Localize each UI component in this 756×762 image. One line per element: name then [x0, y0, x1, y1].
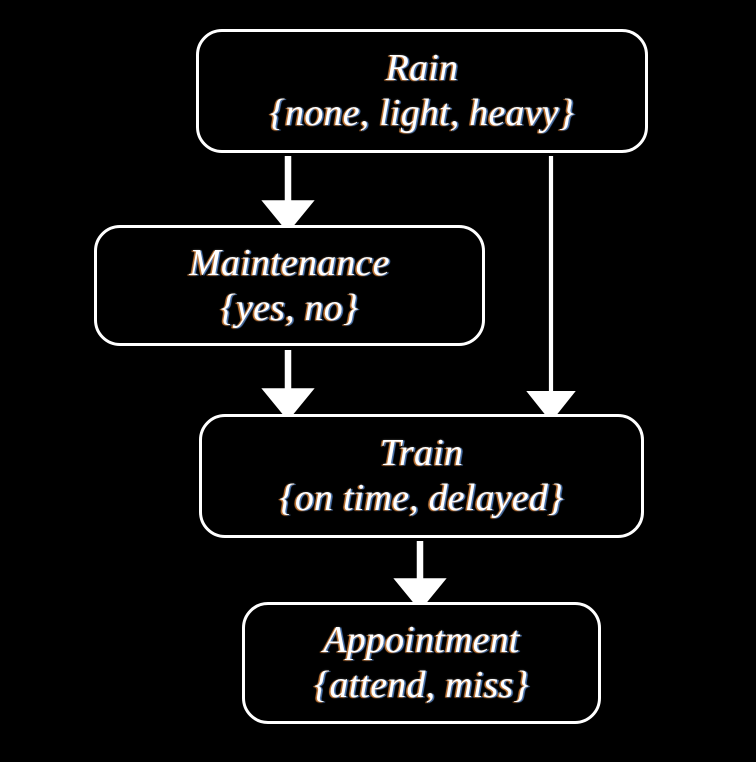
node-rain-states: {none, light, heavy}: [269, 92, 575, 134]
node-appointment[interactable]: Appointment {attend, miss}: [242, 602, 601, 724]
node-maintenance[interactable]: Maintenance {yes, no}: [94, 225, 485, 346]
node-rain[interactable]: Rain {none, light, heavy}: [196, 29, 648, 153]
node-train[interactable]: Train {on time, delayed}: [199, 414, 644, 538]
node-appointment-states: {attend, miss}: [314, 664, 529, 706]
node-rain-label: Rain: [385, 47, 459, 90]
node-appointment-label: Appointment: [323, 619, 520, 662]
node-maintenance-label: Maintenance: [189, 241, 390, 284]
node-train-states: {on time, delayed}: [279, 477, 564, 519]
node-maintenance-states: {yes, no}: [220, 286, 359, 329]
node-train-label: Train: [379, 432, 464, 475]
